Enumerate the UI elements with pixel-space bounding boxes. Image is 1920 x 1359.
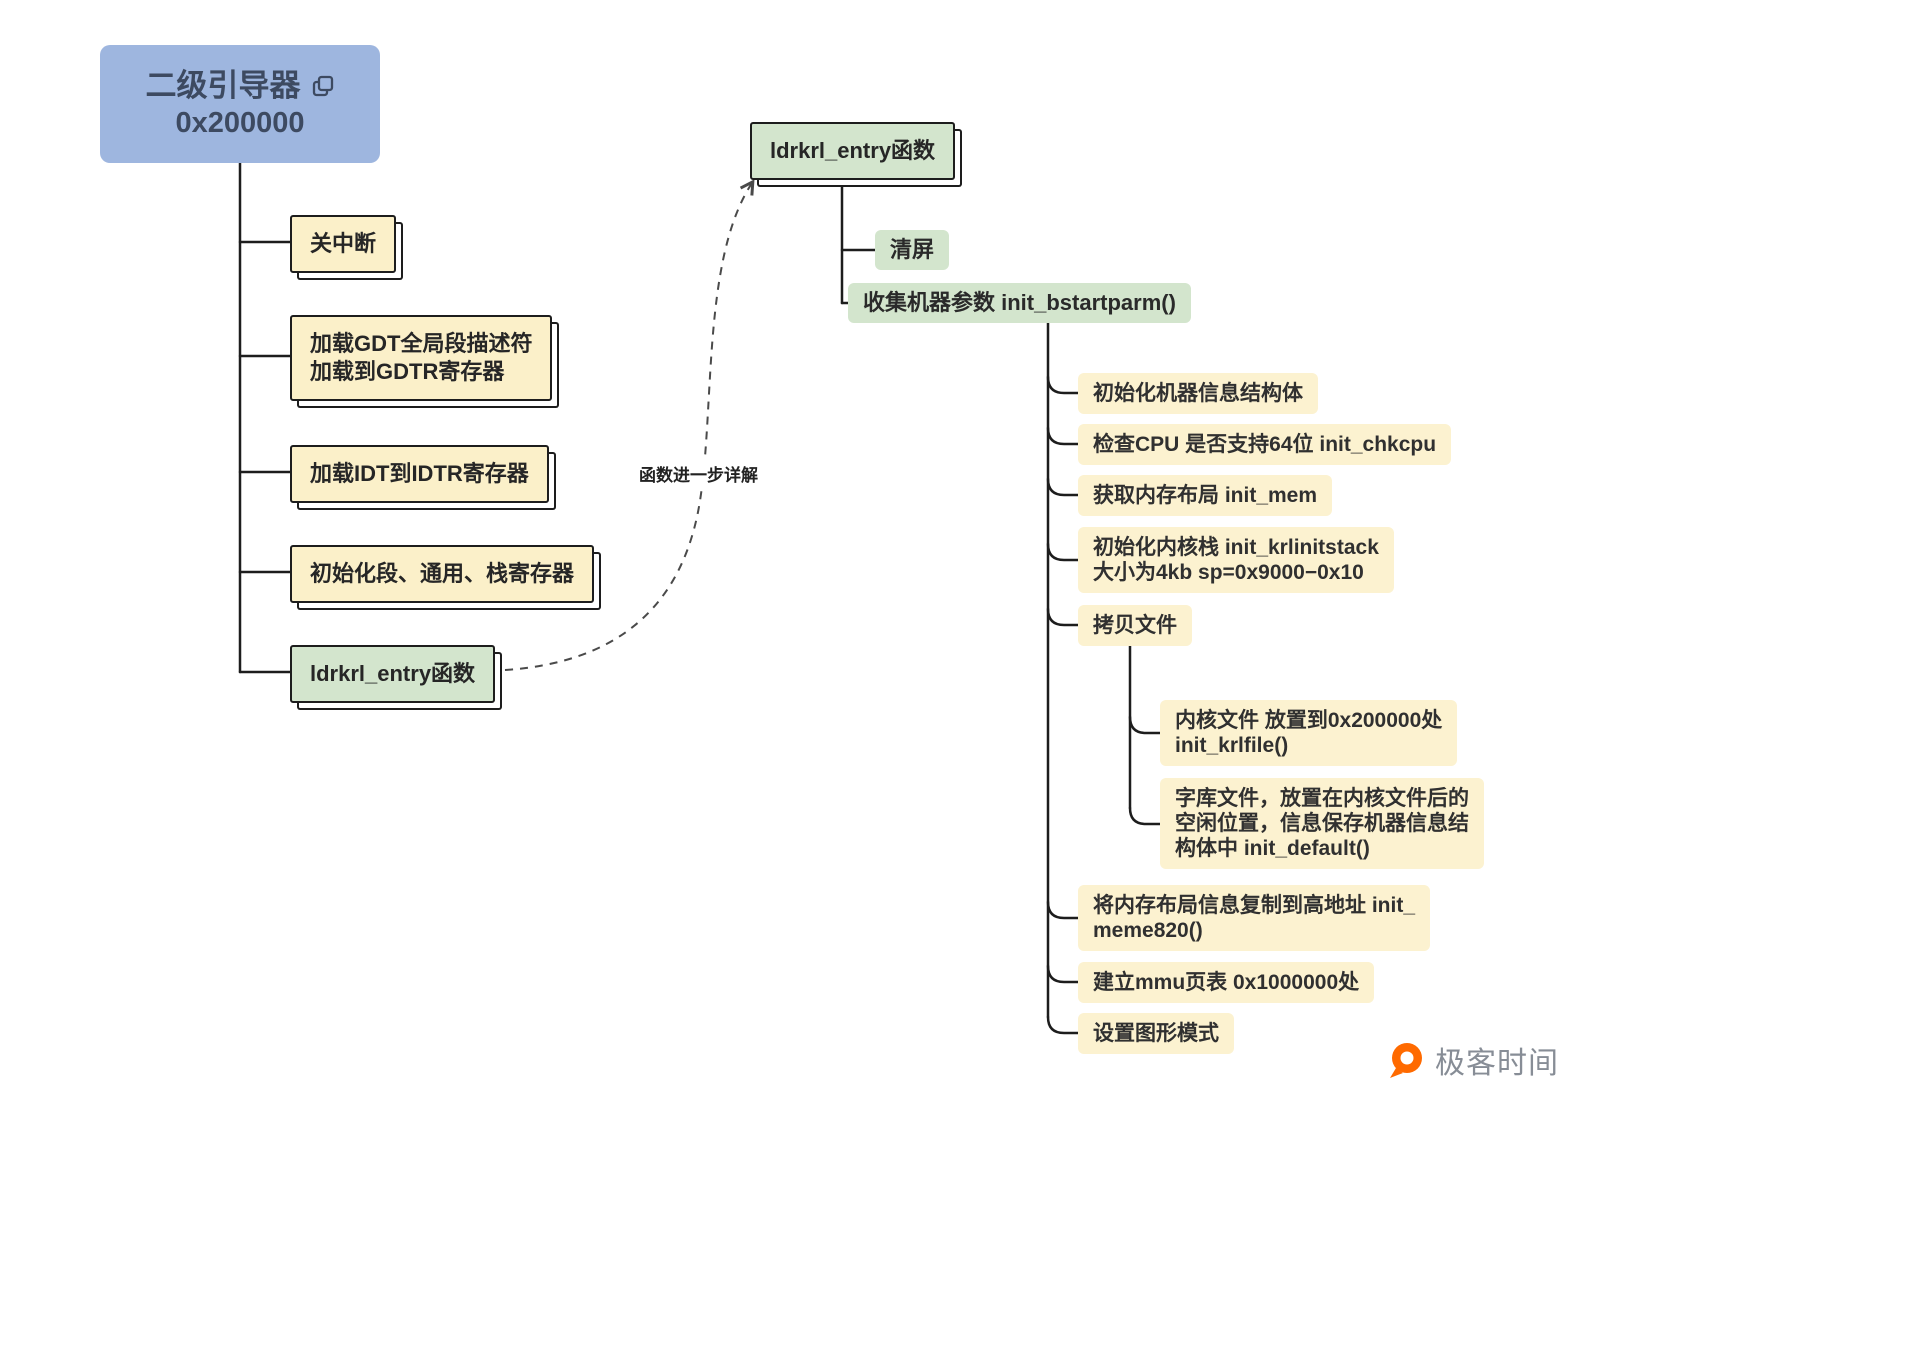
node-disable-interrupts: 关中断 xyxy=(290,215,397,273)
node-set-graphics-mode: 设置图形模式 xyxy=(1078,1013,1234,1054)
copy-branch-connectors xyxy=(1128,643,1162,826)
brand-logo: 极客时间 xyxy=(1386,1038,1559,1082)
edge-label: 函数进一步详解 xyxy=(636,460,761,487)
left-branch-connectors xyxy=(238,161,292,674)
node-load-gdt: 加载GDT全局段描述符 加载到GDTR寄存器 xyxy=(290,315,553,401)
node-load-idt: 加载IDT到IDTR寄存器 xyxy=(290,445,549,503)
node-init-kernel-stack: 初始化内核栈 init_krlinitstack 大小为4kb sp=0x900… xyxy=(1078,527,1394,593)
node-init-registers: 初始化段、通用、栈寄存器 xyxy=(290,545,595,603)
node-ldrkrl-entry-detail: ldrkrl_entry函数 xyxy=(750,122,956,180)
root-title: 二级引导器 xyxy=(145,68,301,103)
root-address: 0x200000 xyxy=(175,107,305,139)
node-copy-memory-layout: 将内存布局信息复制到高地址 init_ meme820() xyxy=(1078,885,1431,951)
param-branch-connectors xyxy=(1046,321,1080,1035)
node-ldrkrl-entry: ldrkrl_entry函数 xyxy=(290,645,496,703)
node-clear-screen: 清屏 xyxy=(875,230,950,270)
geektime-icon xyxy=(1390,1043,1422,1078)
entry-branch-connectors xyxy=(840,174,877,305)
dashed-arrow xyxy=(504,183,752,671)
copy-icon xyxy=(312,75,333,97)
node-check-cpu: 检查CPU 是否支持64位 init_chkcpu xyxy=(1078,424,1452,465)
node-collect-params: 收集机器参数 init_bstartparm() xyxy=(848,283,1191,323)
node-copy-files: 拷贝文件 xyxy=(1078,605,1192,646)
node-font-file: 字库文件，放置在内核文件后的 空闲位置，信息保存机器信息结 构体中 init_d… xyxy=(1160,778,1484,869)
node-get-memory-layout: 获取内存布局 init_mem xyxy=(1078,475,1333,516)
brand-text: 极客时间 xyxy=(1435,1047,1559,1080)
node-build-mmu: 建立mmu页表 0x1000000处 xyxy=(1078,962,1375,1003)
node-kernel-file: 内核文件 放置到0x200000处 init_krlfile() xyxy=(1160,700,1458,766)
node-init-machine-info: 初始化机器信息结构体 xyxy=(1078,373,1318,414)
root-node: 二级引导器 0x200000 xyxy=(100,45,380,163)
